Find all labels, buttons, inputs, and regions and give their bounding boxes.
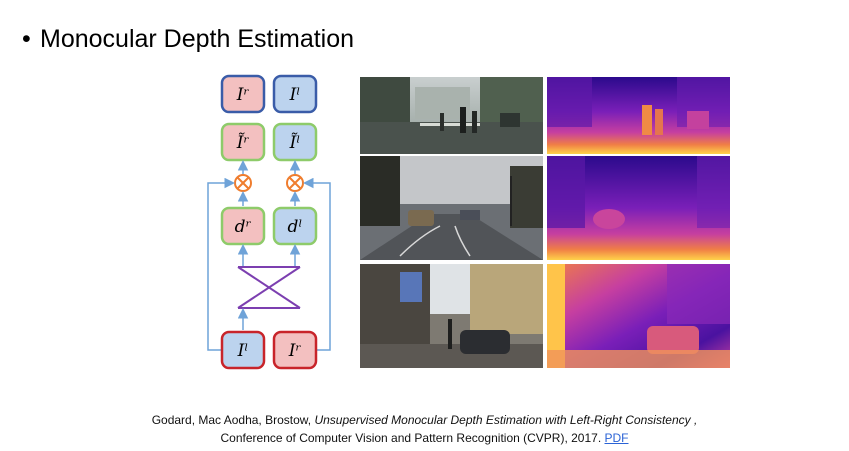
output-left-label: Iˡ <box>289 85 301 105</box>
multiply-icon <box>286 174 304 192</box>
disparity-right-label: dʳ <box>235 217 252 237</box>
citation-authors: Godard, Mac Aodha, Brostow, <box>151 413 312 427</box>
slide-heading: • Monocular Depth Estimation <box>22 24 354 54</box>
input-right-label: Iʳ <box>288 341 302 361</box>
depth-map-2 <box>547 156 730 260</box>
multiply-icon <box>234 174 252 192</box>
network-bowtie-icon <box>237 266 301 309</box>
recon-right-label: Ĩʳ <box>236 132 250 153</box>
architecture-diagram: Iʳ Iˡ Ĩʳ Ĩˡ dʳ dˡ Iˡ Iʳ <box>207 74 331 370</box>
scene-photo-2 <box>360 156 543 260</box>
depth-map-1 <box>547 77 730 154</box>
bullet-symbol: • <box>22 25 31 53</box>
input-right-feed-line <box>303 177 331 351</box>
output-right-node <box>220 74 266 114</box>
disparity-left-label: dˡ <box>287 217 302 237</box>
pdf-link[interactable]: PDF <box>604 431 629 445</box>
citation-venue: Conference of Computer Vision and Patter… <box>220 431 602 445</box>
input-left-node <box>220 330 266 370</box>
input-left-feed-line <box>207 177 235 351</box>
citation-line-1: Godard, Mac Aodha, Brostow, Unsupervised… <box>0 411 849 429</box>
citation-title: Unsupervised Monocular Depth Estimation … <box>314 413 698 427</box>
scene-photo-1 <box>360 77 543 154</box>
citation-line-2: Conference of Computer Vision and Patter… <box>0 429 849 447</box>
depth-map-3 <box>547 264 730 368</box>
recon-left-label: Ĩˡ <box>289 132 301 153</box>
scene-photo-3 <box>360 264 543 368</box>
output-left-node <box>272 74 318 114</box>
citation: Godard, Mac Aodha, Brostow, Unsupervised… <box>0 411 849 447</box>
heading-text: Monocular Depth Estimation <box>40 25 355 53</box>
input-left-label: Iˡ <box>237 341 249 361</box>
input-right-node <box>272 330 318 370</box>
output-right-label: Iʳ <box>236 85 250 105</box>
